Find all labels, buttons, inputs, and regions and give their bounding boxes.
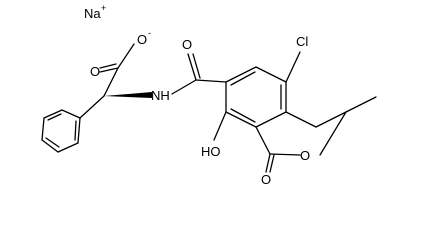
bond xyxy=(79,95,105,119)
bond-double xyxy=(47,113,62,121)
bond xyxy=(225,66,257,83)
bond xyxy=(255,111,287,128)
carboxylate-o-label: O xyxy=(90,64,100,79)
bond xyxy=(99,67,119,73)
wedge-bond xyxy=(104,92,152,98)
bond-double xyxy=(230,108,256,123)
bond xyxy=(77,117,81,144)
sodium-label: Na xyxy=(84,6,101,21)
bond xyxy=(315,111,347,128)
bond xyxy=(43,109,63,119)
carboxylate-o-minus-label: O xyxy=(137,32,147,47)
bond-double xyxy=(45,137,60,148)
chemical-structure: Na + O - O O NH Cl HO O O xyxy=(41,3,377,187)
amide-o-label: O xyxy=(182,37,192,52)
structure-canvas: Na + O - O O NH Cl HO O O xyxy=(41,3,377,187)
bond xyxy=(117,43,135,69)
bond xyxy=(319,111,347,156)
bond xyxy=(171,79,197,95)
bond-double xyxy=(269,154,275,173)
bond-double xyxy=(230,71,256,86)
bond xyxy=(103,67,119,97)
bond xyxy=(255,126,271,155)
bond xyxy=(269,153,301,156)
ring-o-label: O xyxy=(300,148,310,163)
bond xyxy=(195,79,227,83)
bond-double xyxy=(74,120,77,141)
bond xyxy=(345,96,377,113)
bond-double xyxy=(99,63,117,69)
bond xyxy=(225,111,257,128)
hydroxy-label: HO xyxy=(201,144,221,159)
bond xyxy=(61,109,81,119)
bond xyxy=(265,153,271,173)
bond xyxy=(285,51,301,83)
bond-double xyxy=(192,53,201,79)
bond xyxy=(187,53,197,81)
aromatic-ring xyxy=(225,66,287,128)
lactone-carbonyl-o-label: O xyxy=(261,172,271,187)
chloro-label: Cl xyxy=(296,34,308,49)
carboxylate-charge: - xyxy=(148,28,151,38)
bond xyxy=(57,142,79,153)
bond xyxy=(41,139,59,153)
bond xyxy=(41,117,45,141)
phenyl-ring xyxy=(41,109,81,153)
bond xyxy=(255,66,287,83)
bond xyxy=(213,111,227,141)
sodium-charge: + xyxy=(101,3,106,13)
amide-nh-label: NH xyxy=(151,88,170,103)
bond xyxy=(285,111,317,128)
